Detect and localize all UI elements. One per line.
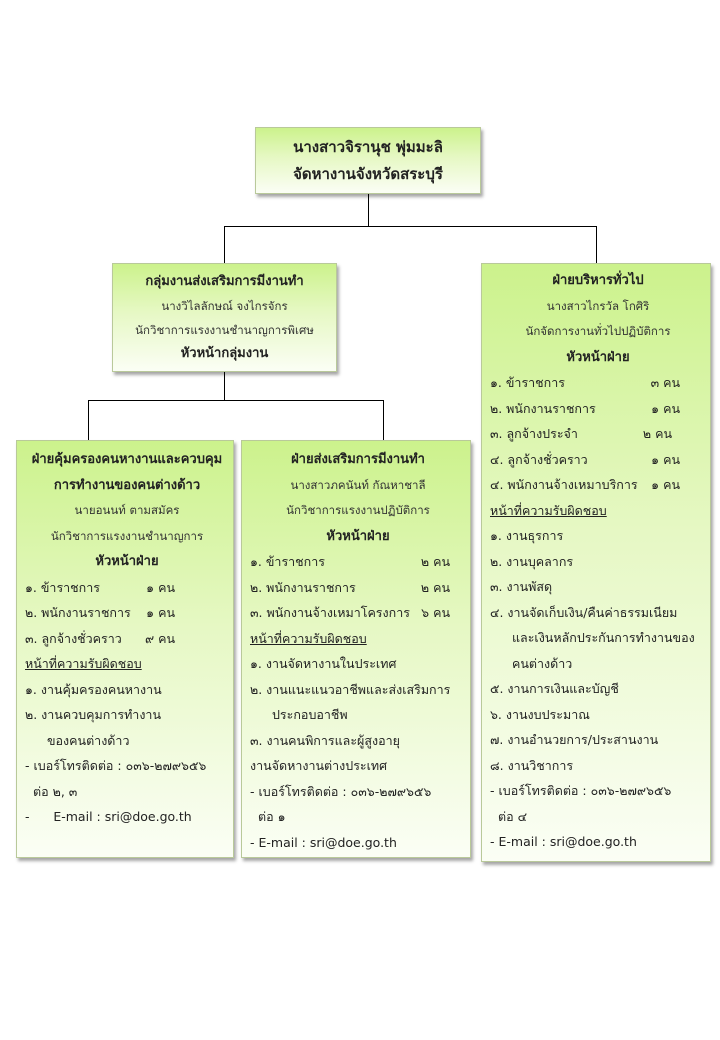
unit-head: นางสาวไกรวัล โกศิริ — [546, 298, 650, 313]
duty-item: ประกอบอาชีพ — [272, 707, 348, 722]
email[interactable]: - E-mail : sri@doe.go.th — [250, 834, 397, 850]
duty-item: ๔. งานจัดเก็บเงิน/คืนค่าธรรมเนียม — [490, 604, 678, 620]
connector — [88, 400, 383, 401]
staff-label: ๓. ลูกจ้างประจำ — [490, 426, 578, 441]
staff-row: ๒. พนักงานราชการ ๑ คน — [25, 600, 175, 626]
unit-position: นักจัดการงานทั่วไปปฏิบัติการ — [525, 324, 671, 338]
duty-item: ๒. งานบุคลากร — [490, 553, 574, 569]
connector — [596, 226, 597, 263]
director-box: นางสาวจิรานุช พุ่มมะลิ จัดหางานจังหวัดสร… — [255, 127, 481, 194]
staff-count: ๑ คน — [651, 400, 680, 416]
staff-label: ๒. พนักงานราชการ — [490, 400, 596, 416]
director-name: นางสาวจิรานุช พุ่มมะลิ — [293, 138, 443, 156]
group-position: นักวิชาการแรงงานชำนาญการพิเศษ — [135, 323, 314, 337]
staff-count: ๑ คน — [651, 451, 680, 467]
phone: - เบอร์โทรติดต่อ : ๐๓๖-๒๗๙๖๕๖ — [25, 758, 207, 773]
duties-title: หน้าที่ความรับผิดชอบ — [490, 502, 607, 518]
duty-item: และเงินหลักประกันการทำงานของ — [512, 630, 695, 645]
staff-row: ๒. พนักงานราชการ ๑ คน — [490, 396, 680, 422]
connector — [368, 194, 369, 226]
duties-title: หน้าที่ความรับผิดชอบ — [25, 656, 142, 671]
unit-box-admin: ฝ่ายบริหารทั่วไป นางสาวไกรวัล โกศิริ นัก… — [481, 263, 711, 862]
duties-title: หน้าที่ความรับผิดชอบ — [250, 630, 367, 646]
connector — [224, 226, 225, 263]
duty-item: ๖. งานงบประมาณ — [490, 706, 590, 722]
staff-row: ๑. ข้าราชการ ๑ คน — [25, 575, 175, 601]
staff-label: ๑. ข้าราชการ — [25, 579, 100, 595]
unit-role: หัวหน้าฝ่าย — [95, 554, 159, 569]
staff-count: ๑ คน — [146, 605, 175, 620]
duty-item: คนต่างด้าว — [512, 655, 573, 671]
unit-role: หัวหน้าฝ่าย — [326, 528, 390, 544]
staff-count: ๖ คน — [421, 605, 450, 620]
staff-label: ๓. ลูกจ้างชั่วคราว — [25, 630, 122, 646]
staff-row: ๓. ลูกจ้างชั่วคราว ๙ คน — [25, 626, 175, 652]
unit-name: ฝ่ายคุ้มครองคนหางานและควบคุม — [31, 452, 223, 467]
staff-count: ๑ คน — [146, 579, 175, 595]
group-role: หัวหน้ากลุ่มงาน — [180, 346, 269, 361]
phone-ext: ต่อ ๔ — [498, 808, 528, 824]
unit-head: นายอนนท์ ตามสมัคร — [74, 503, 180, 517]
unit-name-2: การทำงานของคนต่างด้าว — [53, 477, 201, 493]
duty-item: ๑. งานธุรการ — [490, 528, 564, 543]
duty-item: ๒. งานควบคุมการทำงาน — [25, 707, 161, 722]
staff-row: ๓. พนักงานจ้างเหมาโครงการ ๖ คน — [250, 600, 450, 626]
email[interactable]: - E-mail : sri@doe.go.th — [490, 834, 637, 849]
unit-name: ฝ่ายส่งเสริมการมีงานทำ — [291, 452, 425, 467]
phone-ext: ต่อ ๒, ๓ — [33, 783, 78, 799]
group-name: กลุ่มงานส่งเสริมการมีงานทำ — [145, 274, 304, 289]
phone: - เบอร์โทรติดต่อ : ๐๓๖-๒๗๙๖๕๖ — [250, 783, 432, 799]
staff-label: ๔. พนักงานจ้างเหมาบริการ — [490, 477, 638, 492]
staff-label: ๑. ข้าราชการ — [250, 554, 325, 569]
director-title: จัดหางานจังหวัดสระบุรี — [293, 165, 443, 183]
staff-label: ๔. ลูกจ้างชั่วคราว — [490, 451, 588, 467]
group-head: นางวิไลลักษณ์ จงไกรจักร — [161, 299, 288, 313]
unit-position: นักวิชาการแรงงานชำนาญการ — [50, 528, 204, 543]
staff-label: ๒. พนักงานราชการ — [250, 579, 356, 595]
staff-count: ๒ คน — [642, 426, 672, 441]
staff-row: ๔. พนักงานจ้างเหมาบริการ ๑ คน — [490, 472, 680, 498]
staff-count: ๑ คน — [651, 477, 680, 492]
phone: - เบอร์โทรติดต่อ : ๐๓๖-๒๗๙๖๕๖ — [490, 783, 672, 798]
staff-count: ๙ คน — [144, 630, 175, 646]
staff-row: ๓. ลูกจ้างประจำ ๒ คน — [490, 421, 672, 447]
connector — [383, 400, 384, 440]
unit-name: ฝ่ายบริหารทั่วไป — [552, 273, 644, 288]
duty-item: ๑. งานจัดหางานในประเทศ — [250, 656, 397, 671]
staff-label: ๒. พนักงานราชการ — [25, 605, 131, 620]
phone-ext: ต่อ ๑ — [258, 809, 286, 824]
staff-row: ๑. ข้าราชการ ๓ คน — [490, 370, 680, 396]
staff-row: ๑. ข้าราชการ ๒ คน — [250, 549, 450, 575]
staff-label: ๓. พนักงานจ้างเหมาโครงการ — [250, 605, 410, 620]
unit-position: นักวิชาการแรงงานปฏิบัติการ — [286, 503, 430, 517]
staff-count: ๒ คน — [420, 554, 450, 569]
unit-box-employment: ฝ่ายส่งเสริมการมีงานทำ นางสาวภคนันท์ กัณ… — [241, 440, 471, 858]
connector — [224, 226, 596, 227]
duty-item: ของคนต่างด้าว — [47, 732, 130, 748]
connector — [224, 372, 225, 400]
duty-item: ๕. งานการเงินและบัญชี — [490, 681, 619, 696]
staff-row: ๒. พนักงานราชการ ๒ คน — [250, 575, 450, 601]
duty-item: ๒. งานแนะแนวอาชีพและส่งเสริมการ — [250, 681, 451, 697]
staff-label: ๑. ข้าราชการ — [490, 375, 565, 390]
staff-count: ๒ คน — [420, 579, 450, 595]
duty-item: ๓. งานพัสดุ — [490, 579, 553, 594]
staff-count: ๓ คน — [650, 375, 680, 390]
unit-box-protection: ฝ่ายคุ้มครองคนหางานและควบคุม การทำงานของ… — [16, 440, 234, 858]
unit-head: นางสาวภคนันท์ กัณหาชาลี — [290, 477, 426, 492]
connector — [88, 400, 89, 440]
unit-role: หัวหน้าฝ่าย — [566, 349, 630, 365]
email[interactable]: - E-mail : sri@doe.go.th — [25, 809, 192, 824]
duty-item: ๑. งานคุ้มครองคนหางาน — [25, 681, 162, 697]
group-box: กลุ่มงานส่งเสริมการมีงานทำ นางวิไลลักษณ์… — [112, 263, 337, 372]
duty-item: ๗. งานอำนวยการ/ประสานงาน — [490, 732, 659, 747]
duty-item: ๘. งานวิชาการ — [490, 757, 574, 773]
duty-item: งานจัดหางานต่างประเทศ — [250, 758, 388, 773]
staff-row: ๔. ลูกจ้างชั่วคราว ๑ คน — [490, 447, 680, 473]
duty-item: ๓. งานคนพิการและผู้สูงอายุ — [250, 732, 400, 748]
